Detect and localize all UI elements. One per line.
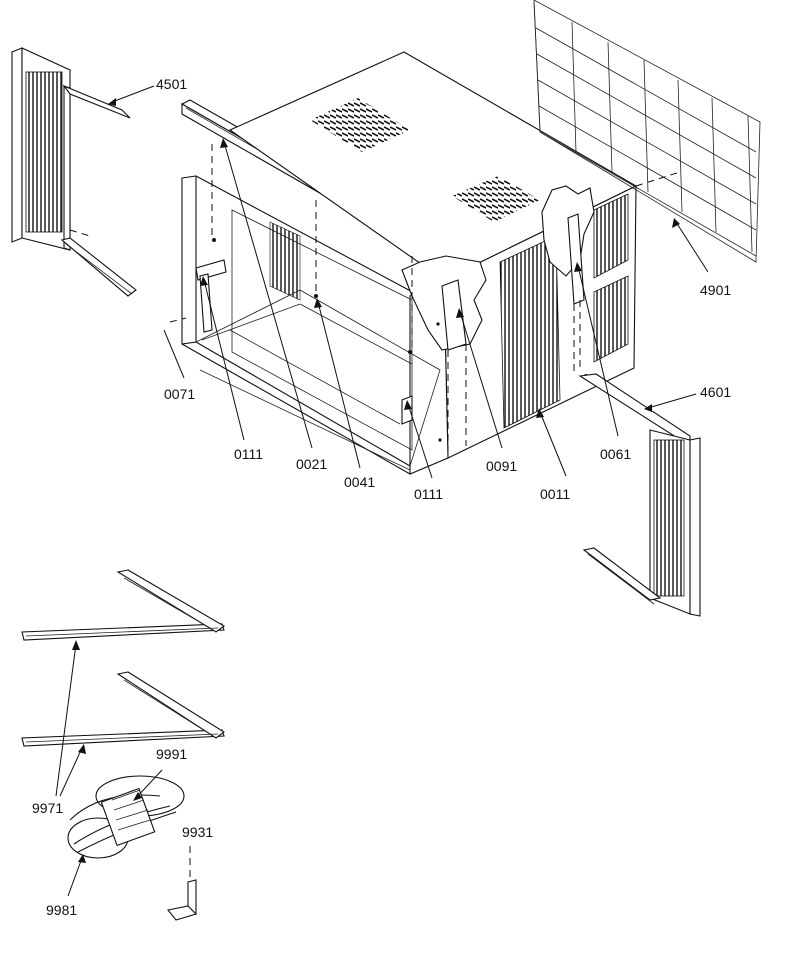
part-label-0021: 0021 [296,456,328,472]
rear-grille [533,0,761,263]
part-label-4601: 4601 [700,384,732,400]
part-label-0111-right: 0111 [414,486,444,502]
part-label-9991: 9991 [156,746,188,762]
part-label-0061: 0061 [600,446,632,462]
part-label-4501: 4501 [156,76,188,92]
part-label-4901: 4901 [700,282,732,298]
part-label-0071: 0071 [164,386,196,402]
cabinet-shell [169,51,681,475]
part-label-9931: 9931 [182,824,214,840]
coiled-hose [67,775,185,859]
support-brackets [21,569,225,747]
part-label-0041: 0041 [344,474,376,490]
part-label-9971: 9971 [32,800,64,816]
part-label-0091: 0091 [486,458,518,474]
l-bracket [167,846,198,921]
part-label-0011: 0011 [540,486,571,502]
part-label-0111-left: 0111 [234,446,264,462]
leader-lines [55,85,709,897]
part-label-9981: 9981 [46,902,78,918]
right-side-curtain [578,373,701,617]
left-side-curtain [11,47,137,297]
